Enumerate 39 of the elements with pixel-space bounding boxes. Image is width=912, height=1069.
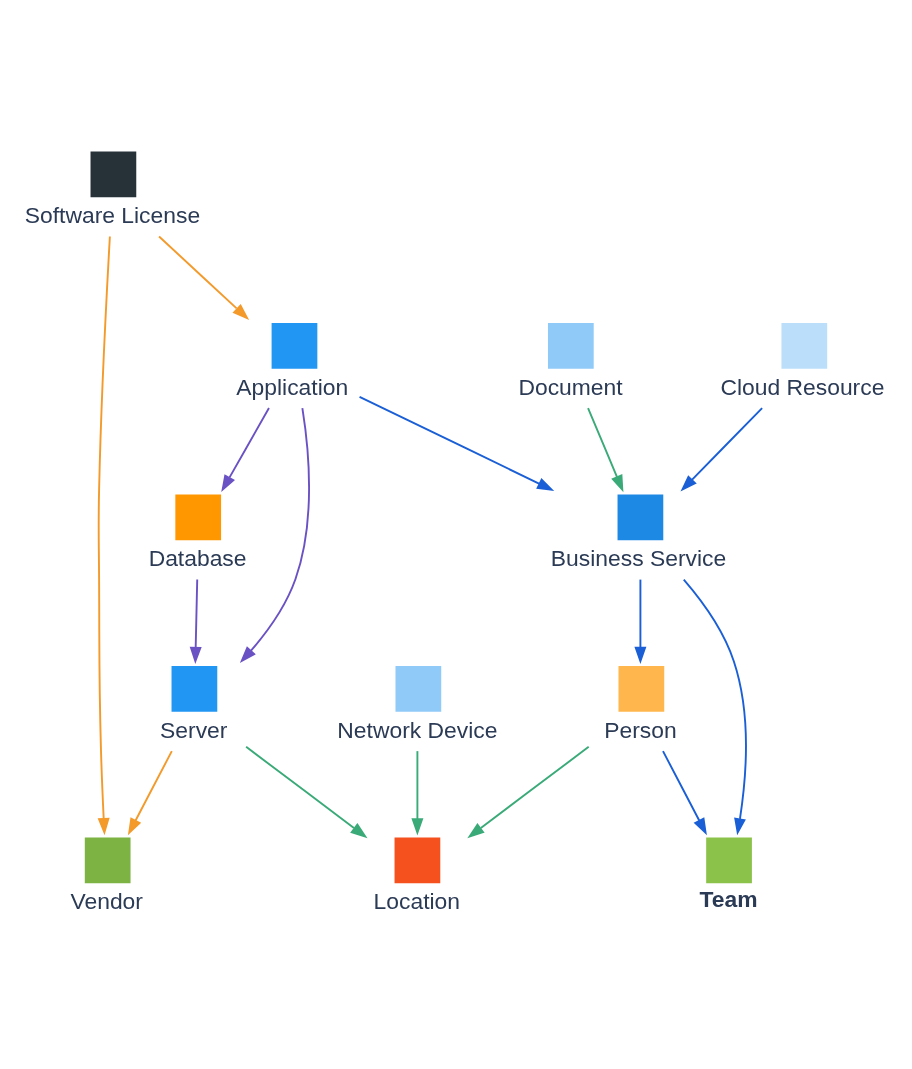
node-box: [84, 837, 131, 884]
node-box: [171, 666, 218, 712]
node-label: Team: [699, 886, 758, 913]
arrow: [634, 578, 647, 664]
arrow: [680, 407, 764, 492]
node-label: Server: [160, 716, 228, 743]
node-label: Application: [236, 373, 349, 400]
node-box: [617, 494, 664, 541]
node-label: Location: [373, 888, 460, 915]
node-label: Document: [518, 373, 623, 400]
arrow: [97, 235, 111, 836]
arrow: [127, 750, 173, 836]
node-box: [175, 494, 222, 541]
arrow: [587, 407, 624, 493]
arrow: [358, 395, 555, 491]
node-label: Database: [148, 545, 247, 572]
node-label: Business Service: [550, 545, 727, 572]
arrow: [467, 745, 590, 839]
node-label: Network Device: [337, 716, 498, 743]
arrow: [189, 578, 202, 664]
node-box: [781, 322, 828, 369]
node-box: [706, 837, 752, 884]
arrow: [245, 745, 368, 839]
arrow: [158, 235, 250, 320]
node-box: [394, 837, 441, 884]
node-box: [618, 666, 665, 712]
arrow: [682, 578, 747, 836]
arrow: [221, 407, 270, 493]
arrow: [662, 750, 707, 836]
arrow: [239, 407, 311, 664]
node-label: Vendor: [70, 888, 143, 915]
node-box: [395, 666, 442, 712]
node-label: Software License: [24, 202, 201, 229]
arrow: [411, 750, 424, 836]
node-label: Cloud Resource: [720, 373, 885, 400]
node-box: [547, 322, 594, 369]
node-box: [90, 151, 137, 198]
node-box: [271, 322, 318, 369]
node-label: Person: [604, 716, 677, 743]
